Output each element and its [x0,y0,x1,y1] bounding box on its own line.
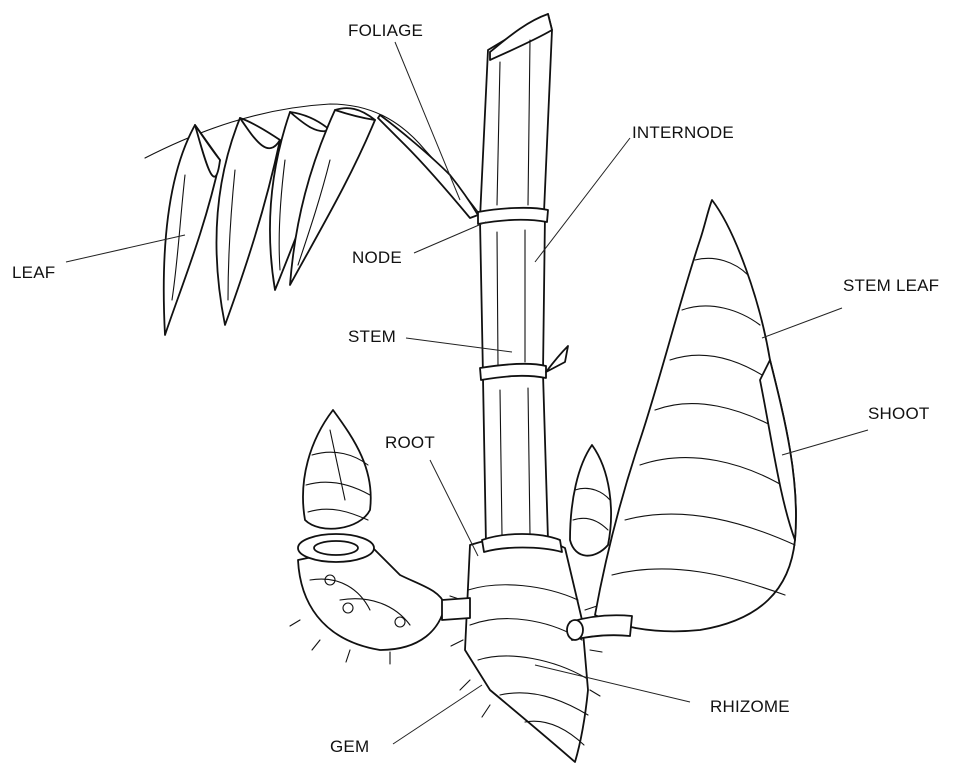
foliage-branch [145,104,478,335]
label-node: NODE [352,248,402,267]
stem-culm [478,14,568,545]
label-gem: GEM [330,737,369,756]
bud-shoot [570,445,611,556]
leader-stem-leaf [762,308,842,338]
label-foliage: FOLIAGE [348,21,423,40]
leader-root [430,460,478,556]
leaf-cluster [164,108,375,335]
leader-internode [535,138,630,262]
label-shoot: SHOOT [868,404,929,423]
label-stem-leaf: STEM LEAF [843,276,939,295]
label-root: ROOT [385,433,435,452]
leader-node [414,222,486,253]
rhizome-base [448,534,602,762]
leader-foliage [395,42,460,200]
label-leaf: LEAF [12,263,55,282]
label-stem: STEM [348,327,396,346]
large-shoot [567,200,796,640]
leader-shoot [782,430,868,455]
label-internode: INTERNODE [632,123,734,142]
left-rhizome [290,410,470,664]
leader-gem [393,685,482,744]
label-rhizome: RHIZOME [710,697,790,716]
